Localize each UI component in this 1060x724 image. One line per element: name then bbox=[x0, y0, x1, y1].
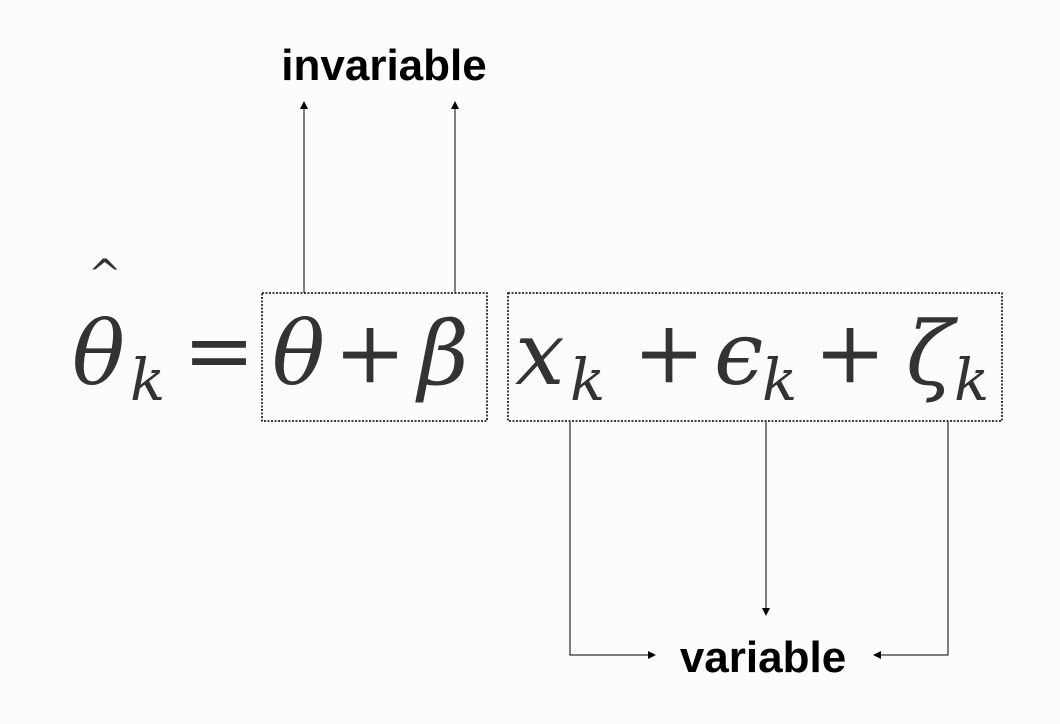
hat-accent: ^ bbox=[88, 252, 122, 298]
equals-sign: = bbox=[183, 301, 255, 401]
beta-term: β bbox=[415, 302, 469, 405]
zeta-term: ζ bbox=[906, 302, 959, 405]
variable-box bbox=[507, 292, 1003, 422]
lhs-subscript: k bbox=[130, 346, 165, 414]
x-term: x bbox=[515, 302, 565, 405]
theta-term: θ bbox=[272, 302, 325, 405]
epsilon-subscript: k bbox=[762, 346, 797, 414]
equation: ^ θ k = θ + β x k + ϵ k + ζ k bbox=[72, 252, 989, 414]
plus-sign: + bbox=[814, 303, 886, 403]
x-subscript: k bbox=[570, 346, 605, 414]
variable-label: variable bbox=[680, 633, 846, 682]
zeta-subscript: k bbox=[954, 346, 989, 414]
invariable-label: invariable bbox=[281, 41, 486, 90]
epsilon-term: ϵ bbox=[714, 302, 763, 405]
plus-sign: + bbox=[334, 303, 406, 403]
plus-sign: + bbox=[633, 303, 705, 403]
lhs-theta: θ bbox=[72, 302, 125, 405]
arrow-zeta-to-variable bbox=[873, 421, 949, 659]
invariable-box bbox=[261, 292, 488, 422]
arrow-x-to-variable bbox=[569, 421, 656, 659]
